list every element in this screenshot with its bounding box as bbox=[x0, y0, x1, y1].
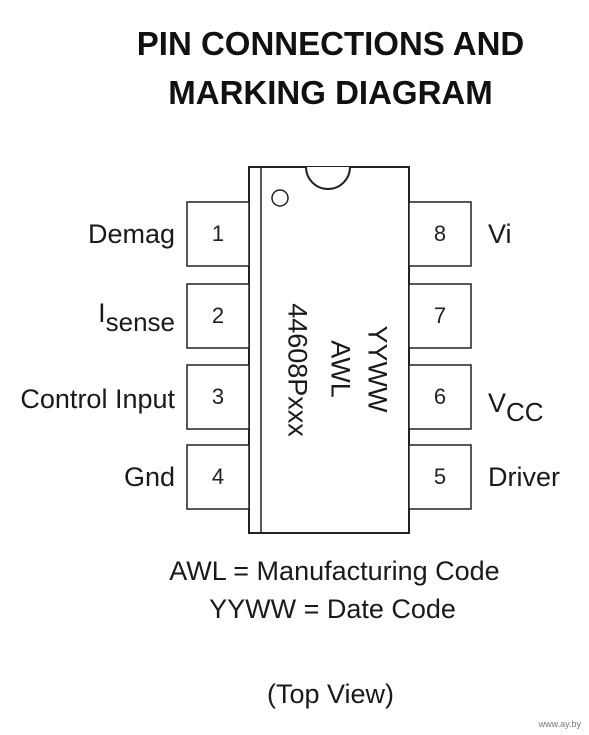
chip-marking-awl: AWL bbox=[325, 340, 356, 398]
pin-label-isense: Isense bbox=[98, 298, 175, 336]
pin-label-demag: Demag bbox=[88, 221, 175, 248]
pin-number-2: 2 bbox=[211, 303, 225, 328]
pin-6-lead bbox=[408, 364, 472, 430]
legend-yyww: YYWW = Date Code bbox=[209, 594, 456, 624]
pin-label-gnd: Gnd bbox=[124, 464, 175, 491]
pin-label-control-input-text: Control Input bbox=[20, 384, 175, 414]
pin-number-7: 7 bbox=[433, 303, 447, 328]
pin-label-driver: Driver bbox=[488, 464, 560, 491]
pin-2-lead bbox=[186, 283, 250, 349]
pin-label-vi: Vi bbox=[488, 221, 512, 248]
pin-number-5: 5 bbox=[433, 464, 447, 489]
chip-notch bbox=[305, 166, 351, 190]
pin-label-isense-main: I bbox=[98, 298, 106, 328]
legend-awl: AWL = Manufacturing Code bbox=[169, 556, 500, 586]
pin-4-lead bbox=[186, 444, 250, 510]
chip-marking-part-number: 44608Pxxx bbox=[282, 303, 313, 437]
pin-label-vcc-main: V bbox=[488, 388, 507, 418]
pin-number-8: 8 bbox=[433, 221, 447, 246]
pin-number-3: 3 bbox=[211, 384, 225, 409]
pin-label-demag-text: Demag bbox=[87, 219, 175, 249]
chip-body bbox=[248, 166, 410, 534]
pin-label-gnd-text: Gnd bbox=[123, 462, 175, 492]
chip-marking-yyww: YYWW bbox=[362, 325, 393, 413]
title-line-1: PIN CONNECTIONS AND bbox=[136, 25, 525, 62]
pin-label-isense-sub: sense bbox=[105, 307, 175, 337]
pin-label-vcc: VCC bbox=[488, 388, 544, 426]
pin-7-lead bbox=[408, 283, 472, 349]
pin-label-driver-text: Driver bbox=[488, 462, 560, 492]
watermark: www.ay.by bbox=[538, 719, 581, 729]
pin-1-lead bbox=[186, 201, 250, 267]
title-line-2: MARKING DIAGRAM bbox=[168, 74, 493, 111]
pin-3-lead bbox=[186, 364, 250, 430]
pin-number-4: 4 bbox=[211, 464, 225, 489]
pin-5-lead bbox=[408, 444, 472, 510]
pin1-indicator-dot bbox=[271, 189, 289, 207]
pin-label-control-input: Control Input bbox=[20, 386, 175, 413]
pin-number-6: 6 bbox=[433, 384, 447, 409]
pin-label-vcc-sub: CC bbox=[506, 397, 544, 427]
pin-label-vi-text: Vi bbox=[488, 219, 512, 249]
pin-number-1: 1 bbox=[211, 221, 225, 246]
legend-top-view: (Top View) bbox=[266, 679, 395, 709]
pin-8-lead bbox=[408, 201, 472, 267]
